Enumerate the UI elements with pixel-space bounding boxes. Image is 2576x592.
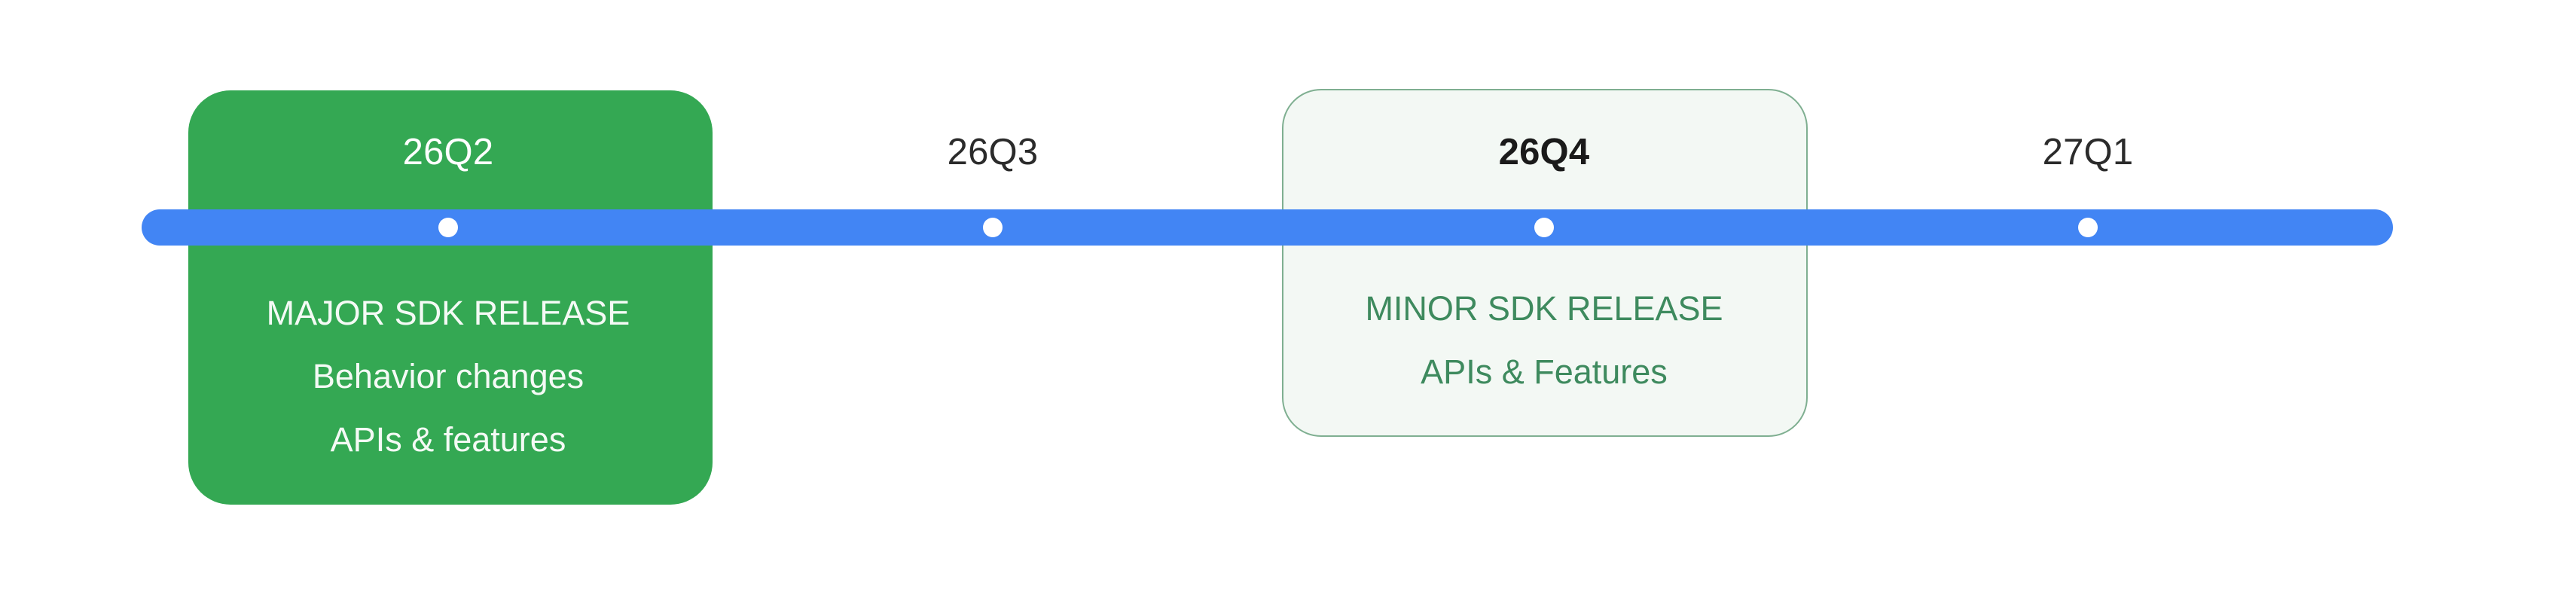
- major-release-detail-apis-features: APIs & features: [330, 420, 566, 459]
- milestone-dot-26q3[interactable]: [983, 218, 1003, 237]
- minor-release-detail-apis-features: APIs & Features: [1421, 352, 1668, 391]
- quarter-label-27q1: 27Q1: [2042, 132, 2134, 172]
- timeline-track: [142, 209, 2393, 246]
- milestone-card-minor-26q4[interactable]: [1282, 89, 1808, 437]
- milestone-card-major-26q2[interactable]: [188, 90, 713, 505]
- quarter-label-26q3: 26Q3: [947, 132, 1039, 172]
- minor-release-headline: MINOR SDK RELEASE: [1365, 289, 1723, 328]
- milestone-dot-27q1[interactable]: [2078, 218, 2098, 237]
- quarter-label-26q4: 26Q4: [1498, 132, 1590, 172]
- milestone-body-26q2: MAJOR SDK RELEASE Behavior changes APIs …: [185, 282, 712, 471]
- quarter-label-26q2: 26Q2: [402, 132, 494, 172]
- major-release-headline: MAJOR SDK RELEASE: [266, 294, 630, 332]
- milestone-dot-26q2[interactable]: [438, 218, 458, 237]
- milestone-body-26q4: MINOR SDK RELEASE APIs & Features: [1280, 277, 1808, 404]
- milestone-dot-26q4[interactable]: [1534, 218, 1554, 237]
- major-release-detail-behavior-changes: Behavior changes: [312, 357, 584, 395]
